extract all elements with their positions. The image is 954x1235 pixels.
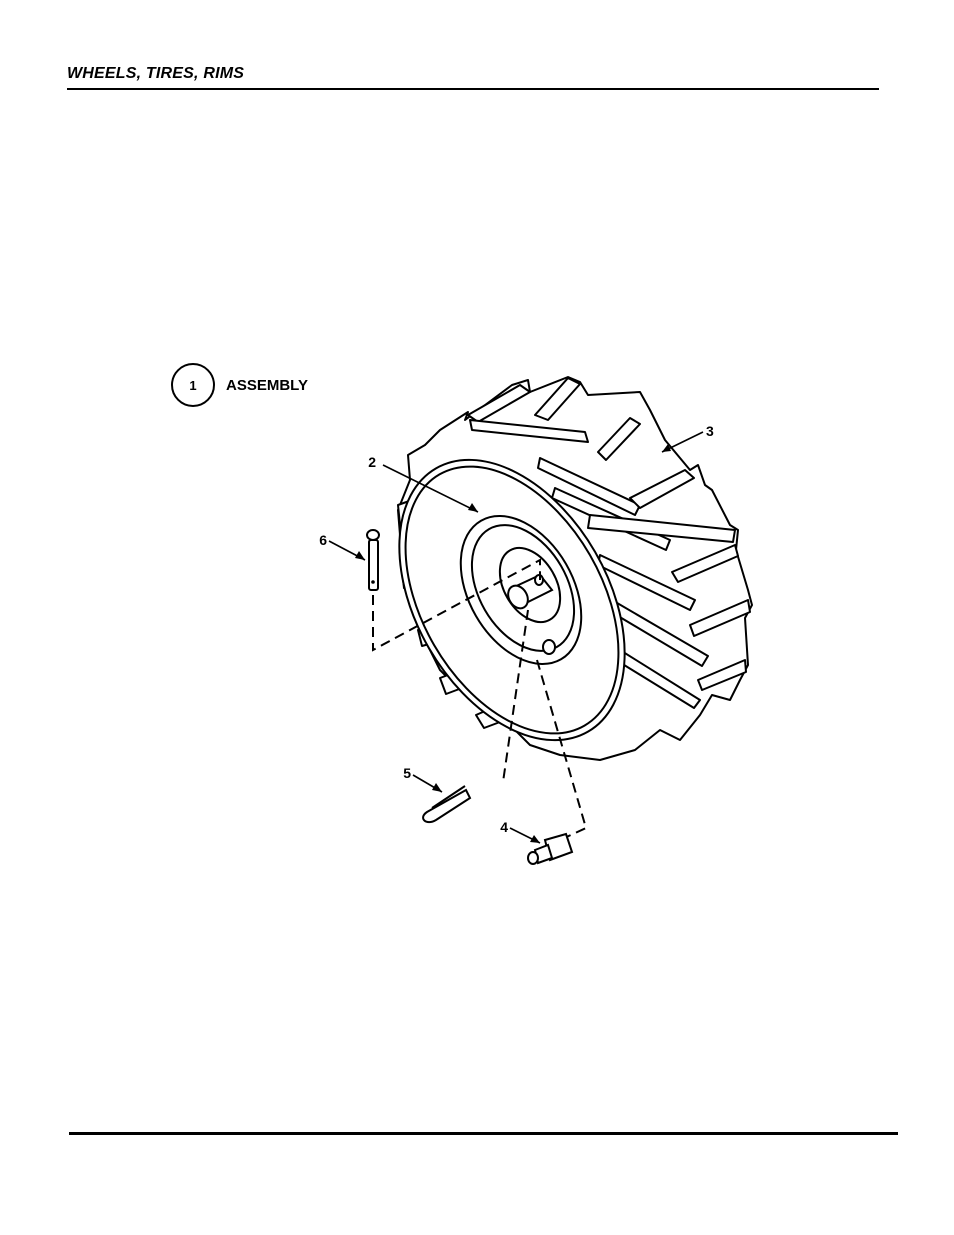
- cotter-pin: [423, 786, 470, 822]
- callout-6: 6: [319, 532, 327, 548]
- valve-stem-hole: [543, 640, 555, 654]
- leader-6-arrow: [355, 551, 365, 560]
- assembly-number: 1: [189, 378, 196, 393]
- pin-head: [367, 530, 379, 540]
- clevis-pin: [367, 530, 379, 590]
- callout-3: 3: [706, 423, 714, 439]
- valve-stem-cap: [528, 852, 538, 864]
- callout-2: 2: [368, 454, 376, 470]
- callout-4: 4: [500, 819, 508, 835]
- leader-5-arrow: [432, 783, 442, 792]
- cotter-pin-body: [423, 790, 470, 822]
- assembly-legend: 1 ASSEMBLY: [172, 364, 308, 406]
- footer-rule: [69, 1132, 898, 1135]
- pin-hole: [371, 580, 375, 584]
- assembly-label: ASSEMBLY: [226, 377, 308, 394]
- callout-5: 5: [403, 765, 411, 781]
